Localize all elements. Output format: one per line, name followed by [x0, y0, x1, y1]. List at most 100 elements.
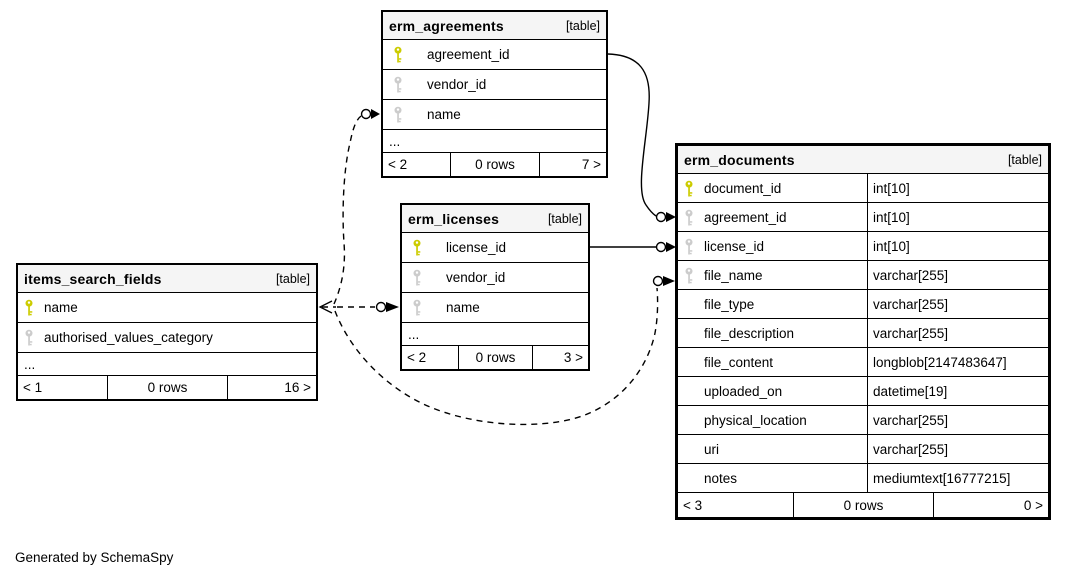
table-pager: < 2 0 rows 7 > [383, 153, 606, 176]
column-row: agreement_id int[10] [678, 203, 1048, 232]
pager-row-count: 0 rows [792, 493, 934, 517]
table-title[interactable]: erm_documents [684, 151, 795, 168]
column-row: file_content longblob[2147483647] [678, 348, 1048, 377]
column-name: agreement_id [427, 47, 510, 62]
table-erm-licenses[interactable]: erm_licenses [table] license_id vendor_i… [400, 203, 590, 371]
column-row: uri varchar[255] [678, 435, 1048, 464]
table-header: erm_licenses [table] [402, 205, 588, 233]
column-row: file_name varchar[255] [678, 261, 1048, 290]
column-type: varchar[255] [873, 412, 949, 428]
primary-key-icon [393, 46, 405, 63]
column-row: file_type varchar[255] [678, 290, 1048, 319]
column-type: varchar[255] [873, 441, 949, 457]
pager-parents-count: 16 > [226, 376, 316, 399]
column-row: agreement_id [383, 40, 606, 70]
table-header: erm_documents [table] [678, 146, 1048, 174]
column-type: varchar[255] [873, 267, 949, 283]
column-name: uri [704, 441, 720, 457]
column-row: uploaded_on datetime[19] [678, 377, 1048, 406]
pager-children-count: < 3 [683, 497, 703, 513]
column-row: authorised_values_category [18, 323, 316, 353]
column-name: vendor_id [446, 270, 506, 285]
pager-parents-count: 0 > [933, 493, 1048, 517]
column-row: name [18, 293, 316, 323]
column-type: longblob[2147483647] [873, 354, 1007, 370]
foreign-key-icon [412, 299, 424, 316]
pager-row-count: 0 rows [457, 346, 532, 369]
column-row: name [402, 293, 588, 323]
column-name: physical_location [704, 412, 807, 428]
table-header: items_search_fields [table] [18, 265, 316, 293]
column-row: physical_location varchar[255] [678, 406, 1048, 435]
column-type: datetime[19] [873, 383, 948, 399]
column-name: license_id [446, 240, 507, 255]
pager-children-count: < 2 [388, 157, 408, 172]
primary-key-icon [684, 180, 696, 197]
primary-key-icon [24, 299, 36, 316]
table-items-search-fields[interactable]: items_search_fields [table] name authori… [16, 263, 318, 401]
table-badge: [table] [565, 18, 600, 33]
column-name: file_content [704, 354, 774, 370]
edge-licenses-documents [590, 241, 676, 253]
column-name: name [446, 300, 480, 315]
column-name: name [427, 107, 461, 122]
column-type: mediumtext[16777215] [873, 470, 1011, 486]
primary-key-icon [412, 239, 424, 256]
column-row: vendor_id [383, 70, 606, 100]
edge-items-agreements [333, 108, 380, 305]
more-columns-ellipsis: ... [383, 130, 606, 153]
table-badge: [table] [547, 211, 582, 226]
column-type: varchar[255] [873, 296, 949, 312]
column-name: vendor_id [427, 77, 487, 92]
more-columns-ellipsis: ... [18, 353, 316, 376]
column-name: name [44, 300, 78, 315]
more-columns-ellipsis: ... [402, 323, 588, 346]
table-title[interactable]: erm_licenses [408, 210, 500, 227]
column-name: file_description [704, 325, 795, 341]
table-title[interactable]: items_search_fields [24, 270, 162, 287]
foreign-key-icon [684, 209, 696, 226]
column-name: file_name [704, 267, 763, 283]
foreign-key-icon [412, 269, 424, 286]
edge-items-licenses [337, 301, 399, 313]
table-header: erm_agreements [table] [383, 12, 606, 40]
pager-parents-count: 3 > [532, 346, 588, 369]
column-name: agreement_id [704, 209, 787, 225]
column-type: int[10] [873, 209, 910, 225]
column-row: notes mediumtext[16777215] [678, 464, 1048, 493]
pager-children-count: < 1 [23, 380, 43, 395]
pager-children-count: < 2 [407, 350, 427, 365]
column-row: name [383, 100, 606, 130]
column-name: license_id [704, 238, 765, 254]
pager-row-count: 0 rows [449, 153, 539, 176]
table-pager: < 1 0 rows 16 > [18, 376, 316, 399]
column-type: varchar[255] [873, 325, 949, 341]
table-erm-agreements[interactable]: erm_agreements [table] agreement_id vend… [381, 10, 608, 178]
column-name: authorised_values_category [44, 330, 213, 345]
generated-by-note: Generated by SchemaSpy [15, 550, 174, 565]
column-name: document_id [704, 180, 782, 196]
edge-items-documents [334, 275, 675, 426]
column-row: license_id [402, 233, 588, 263]
column-row: vendor_id [402, 263, 588, 293]
table-pager: < 2 0 rows 3 > [402, 346, 588, 369]
column-row: document_id int[10] [678, 174, 1048, 203]
column-row: file_description varchar[255] [678, 319, 1048, 348]
foreign-key-icon [393, 106, 405, 123]
pager-row-count: 0 rows [107, 376, 226, 399]
column-name: uploaded_on [704, 383, 783, 399]
edge-agreements-documents [607, 53, 676, 223]
foreign-key-icon [684, 238, 696, 255]
table-erm-documents[interactable]: erm_documents [table] document_id int[10… [675, 143, 1051, 520]
column-type: int[10] [873, 180, 910, 196]
foreign-key-icon [24, 329, 36, 346]
table-badge: [table] [275, 271, 310, 286]
table-title[interactable]: erm_agreements [389, 17, 504, 34]
foreign-key-icon [393, 76, 405, 93]
table-badge: [table] [1007, 152, 1042, 167]
column-type: int[10] [873, 238, 910, 254]
pager-parents-count: 7 > [539, 153, 606, 176]
items-name-arrowhead [318, 300, 336, 314]
column-name: file_type [704, 296, 755, 312]
